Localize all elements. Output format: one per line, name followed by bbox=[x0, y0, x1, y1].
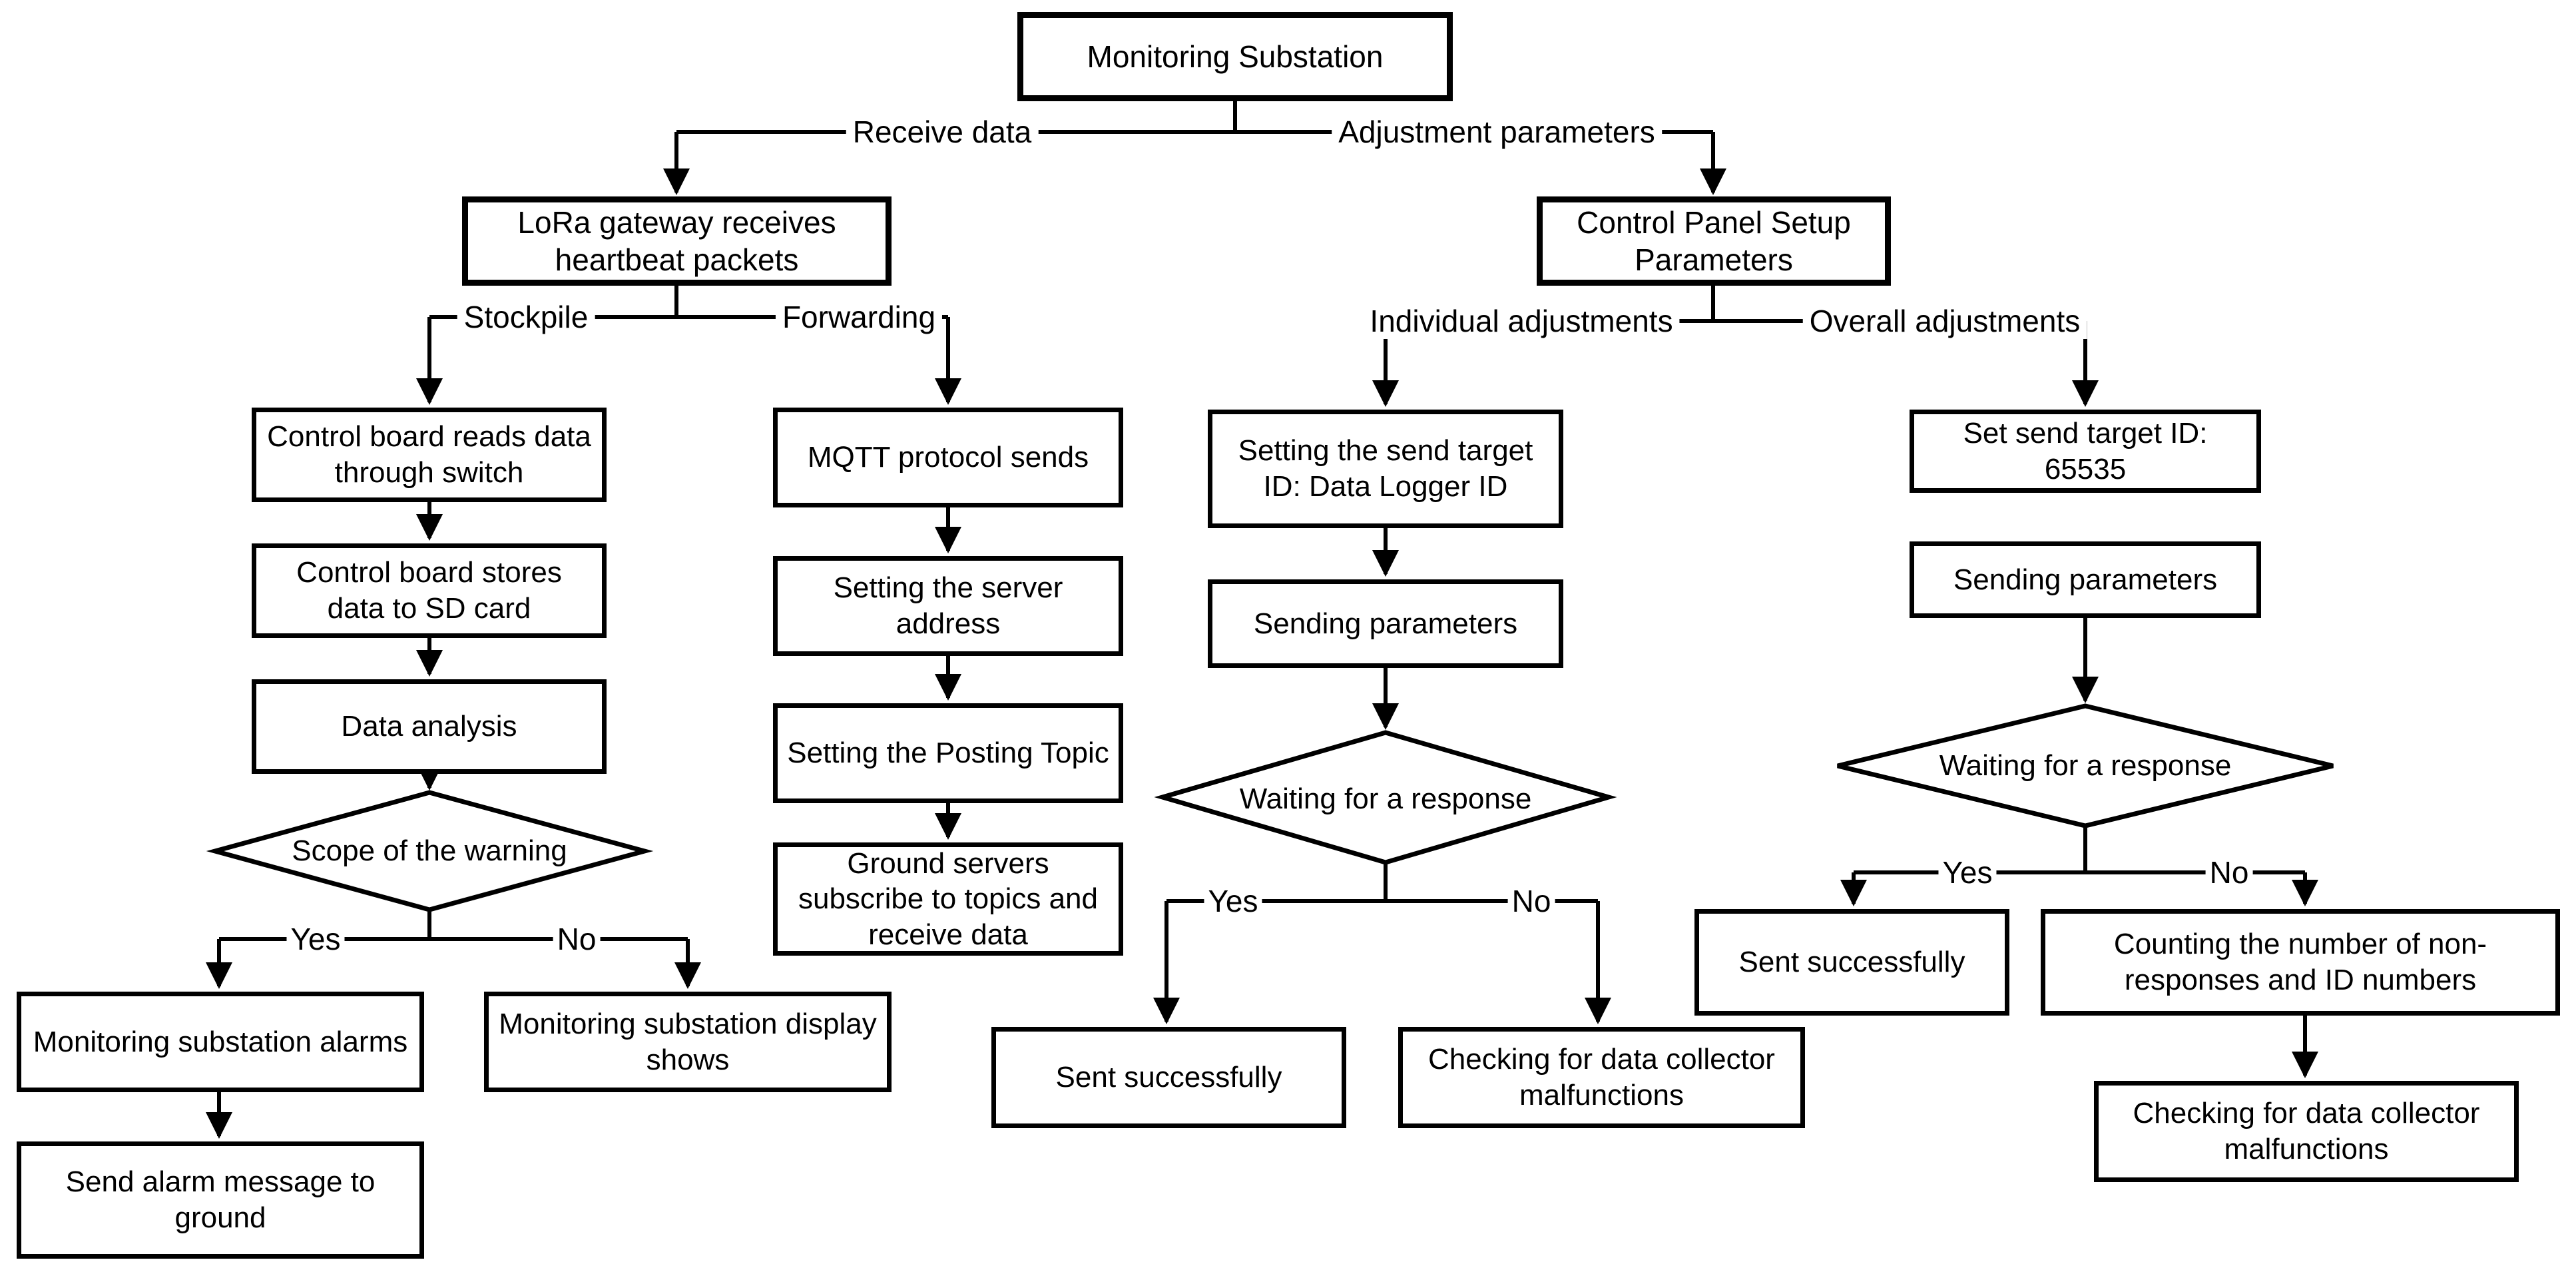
node-control-board-reads: Control board reads data through switch bbox=[252, 408, 607, 502]
edge-label-scope-yes: Yes bbox=[286, 921, 345, 957]
edge-label-stockpile: Stockpile bbox=[457, 299, 595, 335]
edge-label-overall-yes: Yes bbox=[1938, 854, 1997, 890]
node-control-panel-setup: Control Panel Setup Parameters bbox=[1537, 196, 1891, 286]
node-label: Monitoring Substation bbox=[1087, 39, 1384, 74]
node-label: Send alarm message to ground bbox=[65, 1165, 376, 1234]
decision-scope-of-warning: Scope of the warning bbox=[292, 834, 567, 867]
node-label: Sending parameters bbox=[1953, 563, 2218, 596]
node-label: Control board reads data through switch bbox=[267, 420, 591, 489]
node-setting-server-address: Setting the server address bbox=[773, 556, 1123, 656]
node-sent-successfully-individual: Sent successfully bbox=[991, 1027, 1346, 1128]
node-label: Sending parameters bbox=[1253, 607, 1518, 640]
edge-label-overall-no: No bbox=[2205, 854, 2253, 890]
node-label: Set send target ID: 65535 bbox=[1963, 416, 2208, 485]
node-mqtt-protocol-sends: MQTT protocol sends bbox=[773, 408, 1123, 507]
edge-label-scope-no: No bbox=[553, 921, 601, 957]
node-send-alarm-message: Send alarm message to ground bbox=[17, 1141, 424, 1259]
node-label: Monitoring substation display shows bbox=[499, 1007, 877, 1076]
node-label: Sent successfully bbox=[1738, 946, 1965, 979]
edge-label-individual-yes: Yes bbox=[1204, 883, 1262, 919]
edge-label-forwarding: Forwarding bbox=[775, 299, 943, 335]
edge-label-overall-adjustments: Overall adjustments bbox=[1802, 303, 2087, 339]
node-monitoring-substation: Monitoring Substation bbox=[1017, 12, 1453, 101]
scope-of-warning-diamond-shape bbox=[206, 790, 654, 912]
node-label: Setting the Posting Topic bbox=[787, 737, 1109, 770]
node-label: Counting the number of non-responses and… bbox=[2113, 928, 2487, 996]
waiting-response-individual-diamond-shape bbox=[1154, 730, 1617, 865]
node-data-analysis: Data analysis bbox=[252, 679, 607, 774]
decision-waiting-response-individual: Waiting for a response bbox=[1239, 783, 1532, 815]
edge-label-individual-adjustments: Individual adjustments bbox=[1363, 303, 1680, 339]
node-sending-parameters-overall: Sending parameters bbox=[1910, 541, 2261, 618]
waiting-response-overall-diamond-shape bbox=[1837, 703, 2334, 828]
node-ground-servers-subscribe: Ground servers subscribe to topics and r… bbox=[773, 842, 1123, 956]
edge-label-receive-data: Receive data bbox=[846, 114, 1039, 150]
node-label: Control Panel Setup Parameters bbox=[1577, 204, 1851, 277]
node-monitoring-substation-alarms: Monitoring substation alarms bbox=[17, 992, 424, 1092]
node-setting-send-target-id: Setting the send target ID: Data Logger … bbox=[1208, 410, 1563, 528]
node-label: Data analysis bbox=[341, 710, 517, 743]
node-monitoring-substation-display: Monitoring substation display shows bbox=[484, 992, 892, 1092]
node-label: Setting the server address bbox=[833, 571, 1063, 640]
node-label: LoRa gateway receives heartbeat packets bbox=[517, 204, 836, 277]
node-setting-posting-topic: Setting the Posting Topic bbox=[773, 703, 1123, 803]
node-checking-malfunctions-overall: Checking for data collector malfunctions bbox=[2094, 1081, 2519, 1182]
edge-label-adjustment-parameters: Adjustment parameters bbox=[1332, 114, 1662, 150]
node-counting-non-responses: Counting the number of non-responses and… bbox=[2041, 909, 2560, 1016]
node-lora-gateway: LoRa gateway receives heartbeat packets bbox=[462, 196, 892, 286]
node-label: Sent successfully bbox=[1055, 1061, 1282, 1094]
node-label: Checking for data collector malfunctions bbox=[1428, 1043, 1775, 1111]
edge-label-individual-no: No bbox=[1507, 883, 1555, 919]
node-sending-parameters-individual: Sending parameters bbox=[1208, 579, 1563, 668]
node-label: Setting the send target ID: Data Logger … bbox=[1238, 434, 1533, 503]
decision-waiting-response-overall: Waiting for a response bbox=[1939, 749, 2232, 782]
node-label: MQTT protocol sends bbox=[807, 441, 1089, 474]
node-label: Checking for data collector malfunctions bbox=[2133, 1097, 2480, 1165]
node-label: Control board stores data to SD card bbox=[296, 556, 562, 625]
node-control-board-stores: Control board stores data to SD card bbox=[252, 543, 607, 638]
node-sent-successfully-overall: Sent successfully bbox=[1694, 909, 2009, 1016]
node-set-send-target-65535: Set send target ID: 65535 bbox=[1910, 410, 2261, 493]
node-label: Ground servers subscribe to topics and r… bbox=[798, 846, 1099, 951]
node-label: Monitoring substation alarms bbox=[33, 1025, 408, 1058]
node-checking-malfunctions-individual: Checking for data collector malfunctions bbox=[1398, 1027, 1805, 1128]
